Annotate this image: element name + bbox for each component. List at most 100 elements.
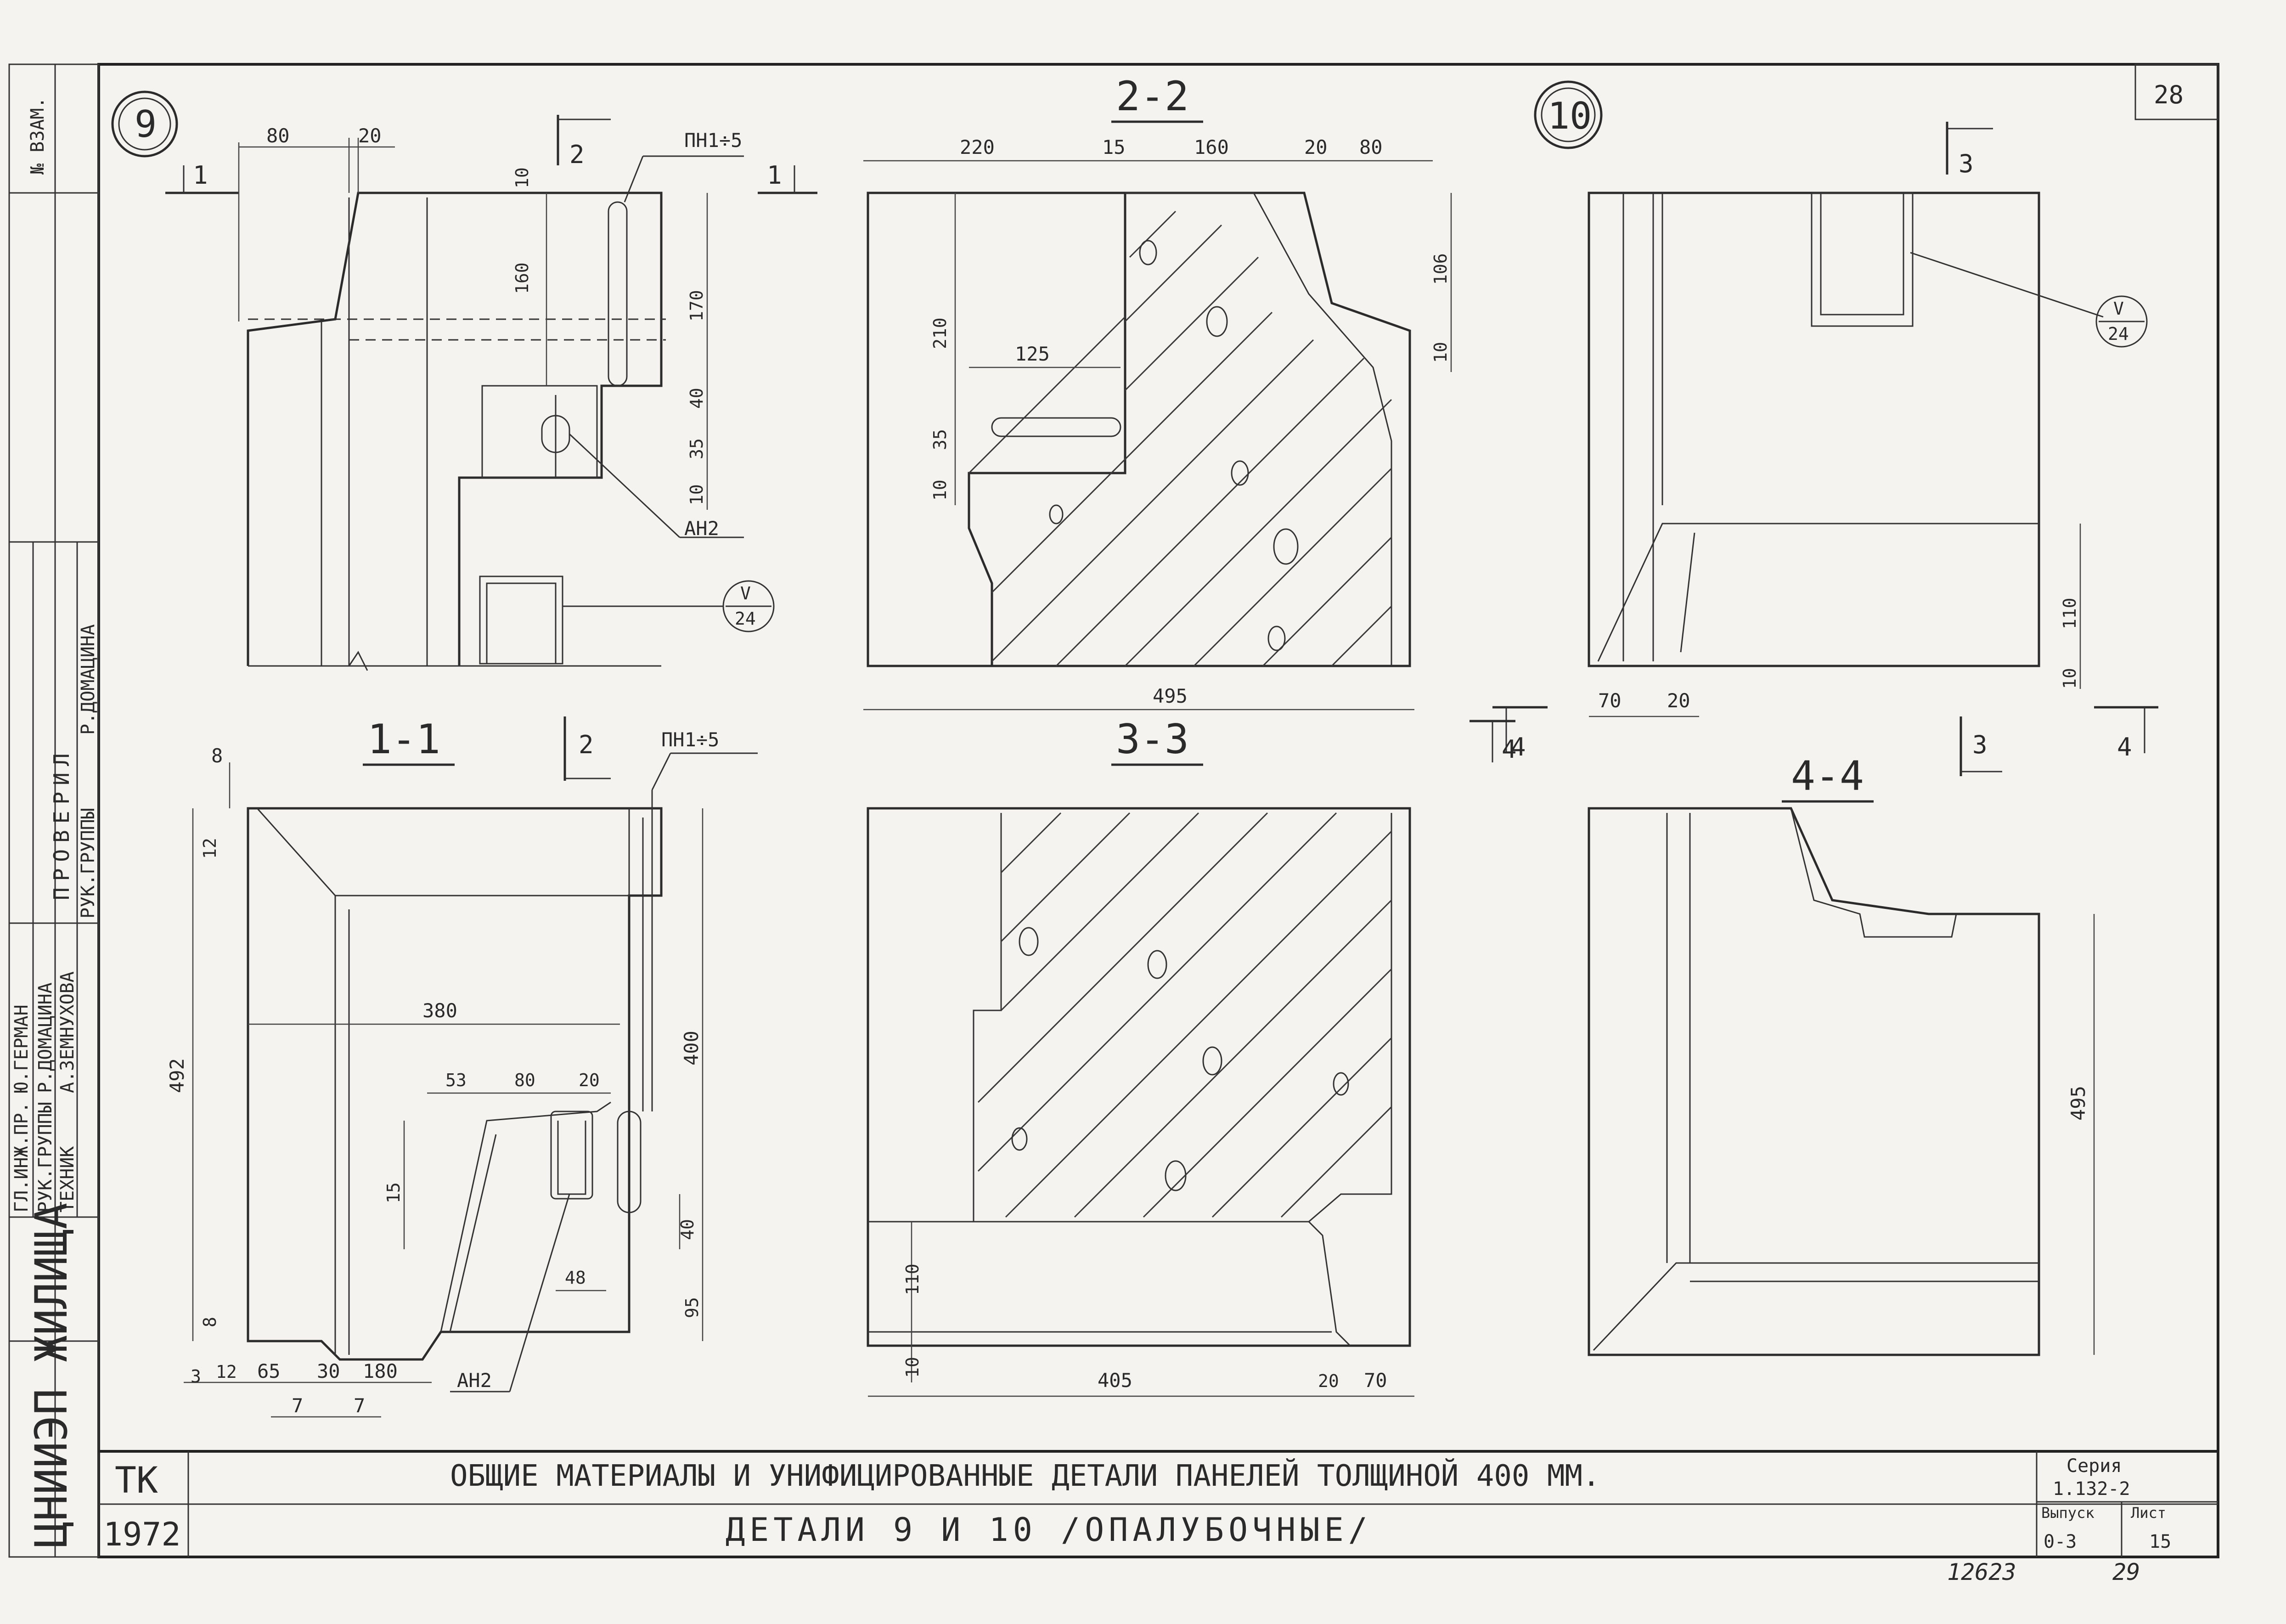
svg-text:1: 1	[767, 161, 782, 190]
title-code: ТК	[115, 1460, 158, 1501]
svg-text:10: 10	[2060, 668, 2080, 689]
svg-text:8: 8	[211, 744, 223, 767]
svg-text:20: 20	[1318, 1371, 1339, 1391]
section-4-4: 4-4 495	[1588, 752, 2095, 1356]
section-2-2: 2-2 220 15 160 20 80 106 10 210	[863, 73, 1452, 710]
section-1-1-title: 1-1	[367, 716, 440, 763]
svg-text:40: 40	[687, 388, 707, 409]
svg-text:400: 400	[680, 1031, 703, 1066]
svg-text:30: 30	[317, 1360, 340, 1382]
svg-text:4: 4	[2117, 733, 2132, 761]
page-mark: 29	[2112, 1559, 2140, 1585]
svg-text:10: 10	[902, 1357, 923, 1378]
detail-9-marker: 9	[135, 103, 157, 146]
issue-value: 0-3	[2044, 1531, 2077, 1552]
svg-text:4: 4	[1502, 735, 1517, 764]
left-margin-label: № ВЗАМ.	[27, 97, 48, 175]
detail-10-marker: 10	[1548, 95, 1592, 137]
svg-text:15: 15	[383, 1182, 404, 1203]
svg-text:10: 10	[1430, 342, 1451, 363]
svg-text:20: 20	[579, 1070, 600, 1090]
svg-text:АН2: АН2	[457, 1369, 492, 1392]
organization-name: ЦНИИЭП ЖИЛИЩА	[26, 1203, 77, 1548]
svg-text:10: 10	[512, 167, 532, 188]
sig-role-1: ГЛ.ИНЖ.ПР.	[11, 1102, 32, 1212]
svg-text:80: 80	[266, 124, 290, 147]
svg-text:1: 1	[193, 161, 208, 190]
svg-text:40: 40	[677, 1219, 698, 1240]
svg-text:65: 65	[257, 1360, 281, 1382]
left-stamp-strip	[8, 63, 100, 1558]
svg-text:АН2: АН2	[684, 517, 719, 540]
svg-text:35: 35	[687, 438, 707, 459]
svg-text:170: 170	[687, 290, 707, 321]
svg-text:3: 3	[1972, 730, 1988, 759]
svg-text:ПН1÷5: ПН1÷5	[684, 129, 742, 152]
svg-text:180: 180	[363, 1360, 398, 1382]
svg-text:24: 24	[735, 609, 756, 629]
svg-text:70: 70	[1598, 689, 1622, 712]
svg-text:160: 160	[1194, 136, 1229, 158]
svg-text:4: 4	[1511, 733, 1526, 761]
section-1-1: 1-1 2 ПН1÷5 АН2 8 12 492 380 400 53	[166, 716, 758, 1418]
svg-text:160: 160	[512, 262, 532, 294]
sheet-value: 15	[2149, 1531, 2171, 1552]
svg-text:12: 12	[216, 1362, 237, 1382]
svg-text:10: 10	[930, 479, 950, 501]
svg-text:V: V	[2113, 299, 2124, 319]
svg-text:3: 3	[1959, 149, 1974, 178]
svg-text:15: 15	[1102, 136, 1126, 158]
check-role-2: РУК.ГРУППЫ	[78, 808, 99, 919]
section-2-2-title: 2-2	[1116, 73, 1189, 120]
svg-text:495: 495	[2067, 1086, 2089, 1121]
section-3-3-title: 3-3	[1116, 716, 1189, 763]
svg-text:2: 2	[569, 140, 585, 169]
svg-text:12: 12	[200, 838, 220, 859]
title-line-2: ДЕТАЛИ 9 И 10 /ОПАЛУБОЧНЫЕ/	[726, 1511, 1372, 1549]
svg-text:24: 24	[2108, 324, 2129, 344]
series-label: Серия	[2066, 1455, 2122, 1477]
handwritten-page-number: 12623	[1947, 1559, 2016, 1585]
svg-text:10: 10	[687, 484, 707, 505]
svg-text:106: 106	[1430, 253, 1451, 285]
svg-text:405: 405	[1098, 1369, 1132, 1392]
svg-text:492: 492	[166, 1058, 188, 1093]
checker-2: Р.ДОМАЦИНА	[78, 624, 99, 735]
svg-text:380: 380	[422, 999, 457, 1022]
svg-text:95: 95	[682, 1297, 702, 1318]
svg-text:V: V	[740, 583, 751, 603]
section-4-4-title: 4-4	[1791, 752, 1864, 800]
detail-9: 9 1 1 2 ПН1÷5 АН2 V 24	[111, 90, 817, 671]
svg-text:7: 7	[354, 1394, 365, 1417]
svg-text:70: 70	[1364, 1369, 1387, 1392]
sig-name-3: А.ЗЕМНУХОВА	[57, 971, 78, 1093]
svg-text:20: 20	[1304, 136, 1328, 158]
svg-text:125: 125	[1015, 343, 1050, 365]
issue-label: Выпуск	[2041, 1504, 2095, 1522]
svg-text:210: 210	[930, 317, 950, 349]
svg-text:53: 53	[445, 1070, 467, 1090]
sheet-number: 28	[2154, 80, 2184, 109]
sig-role-3: ТЕХНИК	[57, 1146, 78, 1213]
svg-text:20: 20	[358, 124, 382, 147]
svg-text:110: 110	[902, 1263, 923, 1295]
checked-caption: ПРОВЕРИЛ	[49, 747, 74, 900]
svg-text:ПН1÷5: ПН1÷5	[661, 728, 719, 751]
sig-name-2: Р.ДОМАЦИНА	[35, 982, 56, 1093]
svg-text:3: 3	[191, 1366, 201, 1387]
svg-text:7: 7	[292, 1394, 303, 1417]
svg-text:80: 80	[1359, 136, 1383, 158]
svg-text:8: 8	[200, 1317, 220, 1327]
sig-role-2: РУК.ГРУППЫ	[35, 1102, 56, 1212]
title-year: 1972	[103, 1516, 181, 1553]
svg-text:35: 35	[930, 429, 950, 450]
title-line-1: ОБЩИЕ МАТЕРИАЛЫ И УНИФИЦИРОВАННЫЕ ДЕТАЛИ…	[450, 1458, 1600, 1493]
svg-text:110: 110	[2060, 598, 2080, 629]
svg-text:2: 2	[579, 730, 594, 759]
svg-text:48: 48	[565, 1268, 586, 1288]
section-3-3: 3-3 4 110 10 405 20 70	[867, 716, 1517, 1397]
sheet-number-box	[2134, 63, 2219, 120]
svg-text:495: 495	[1153, 685, 1188, 707]
